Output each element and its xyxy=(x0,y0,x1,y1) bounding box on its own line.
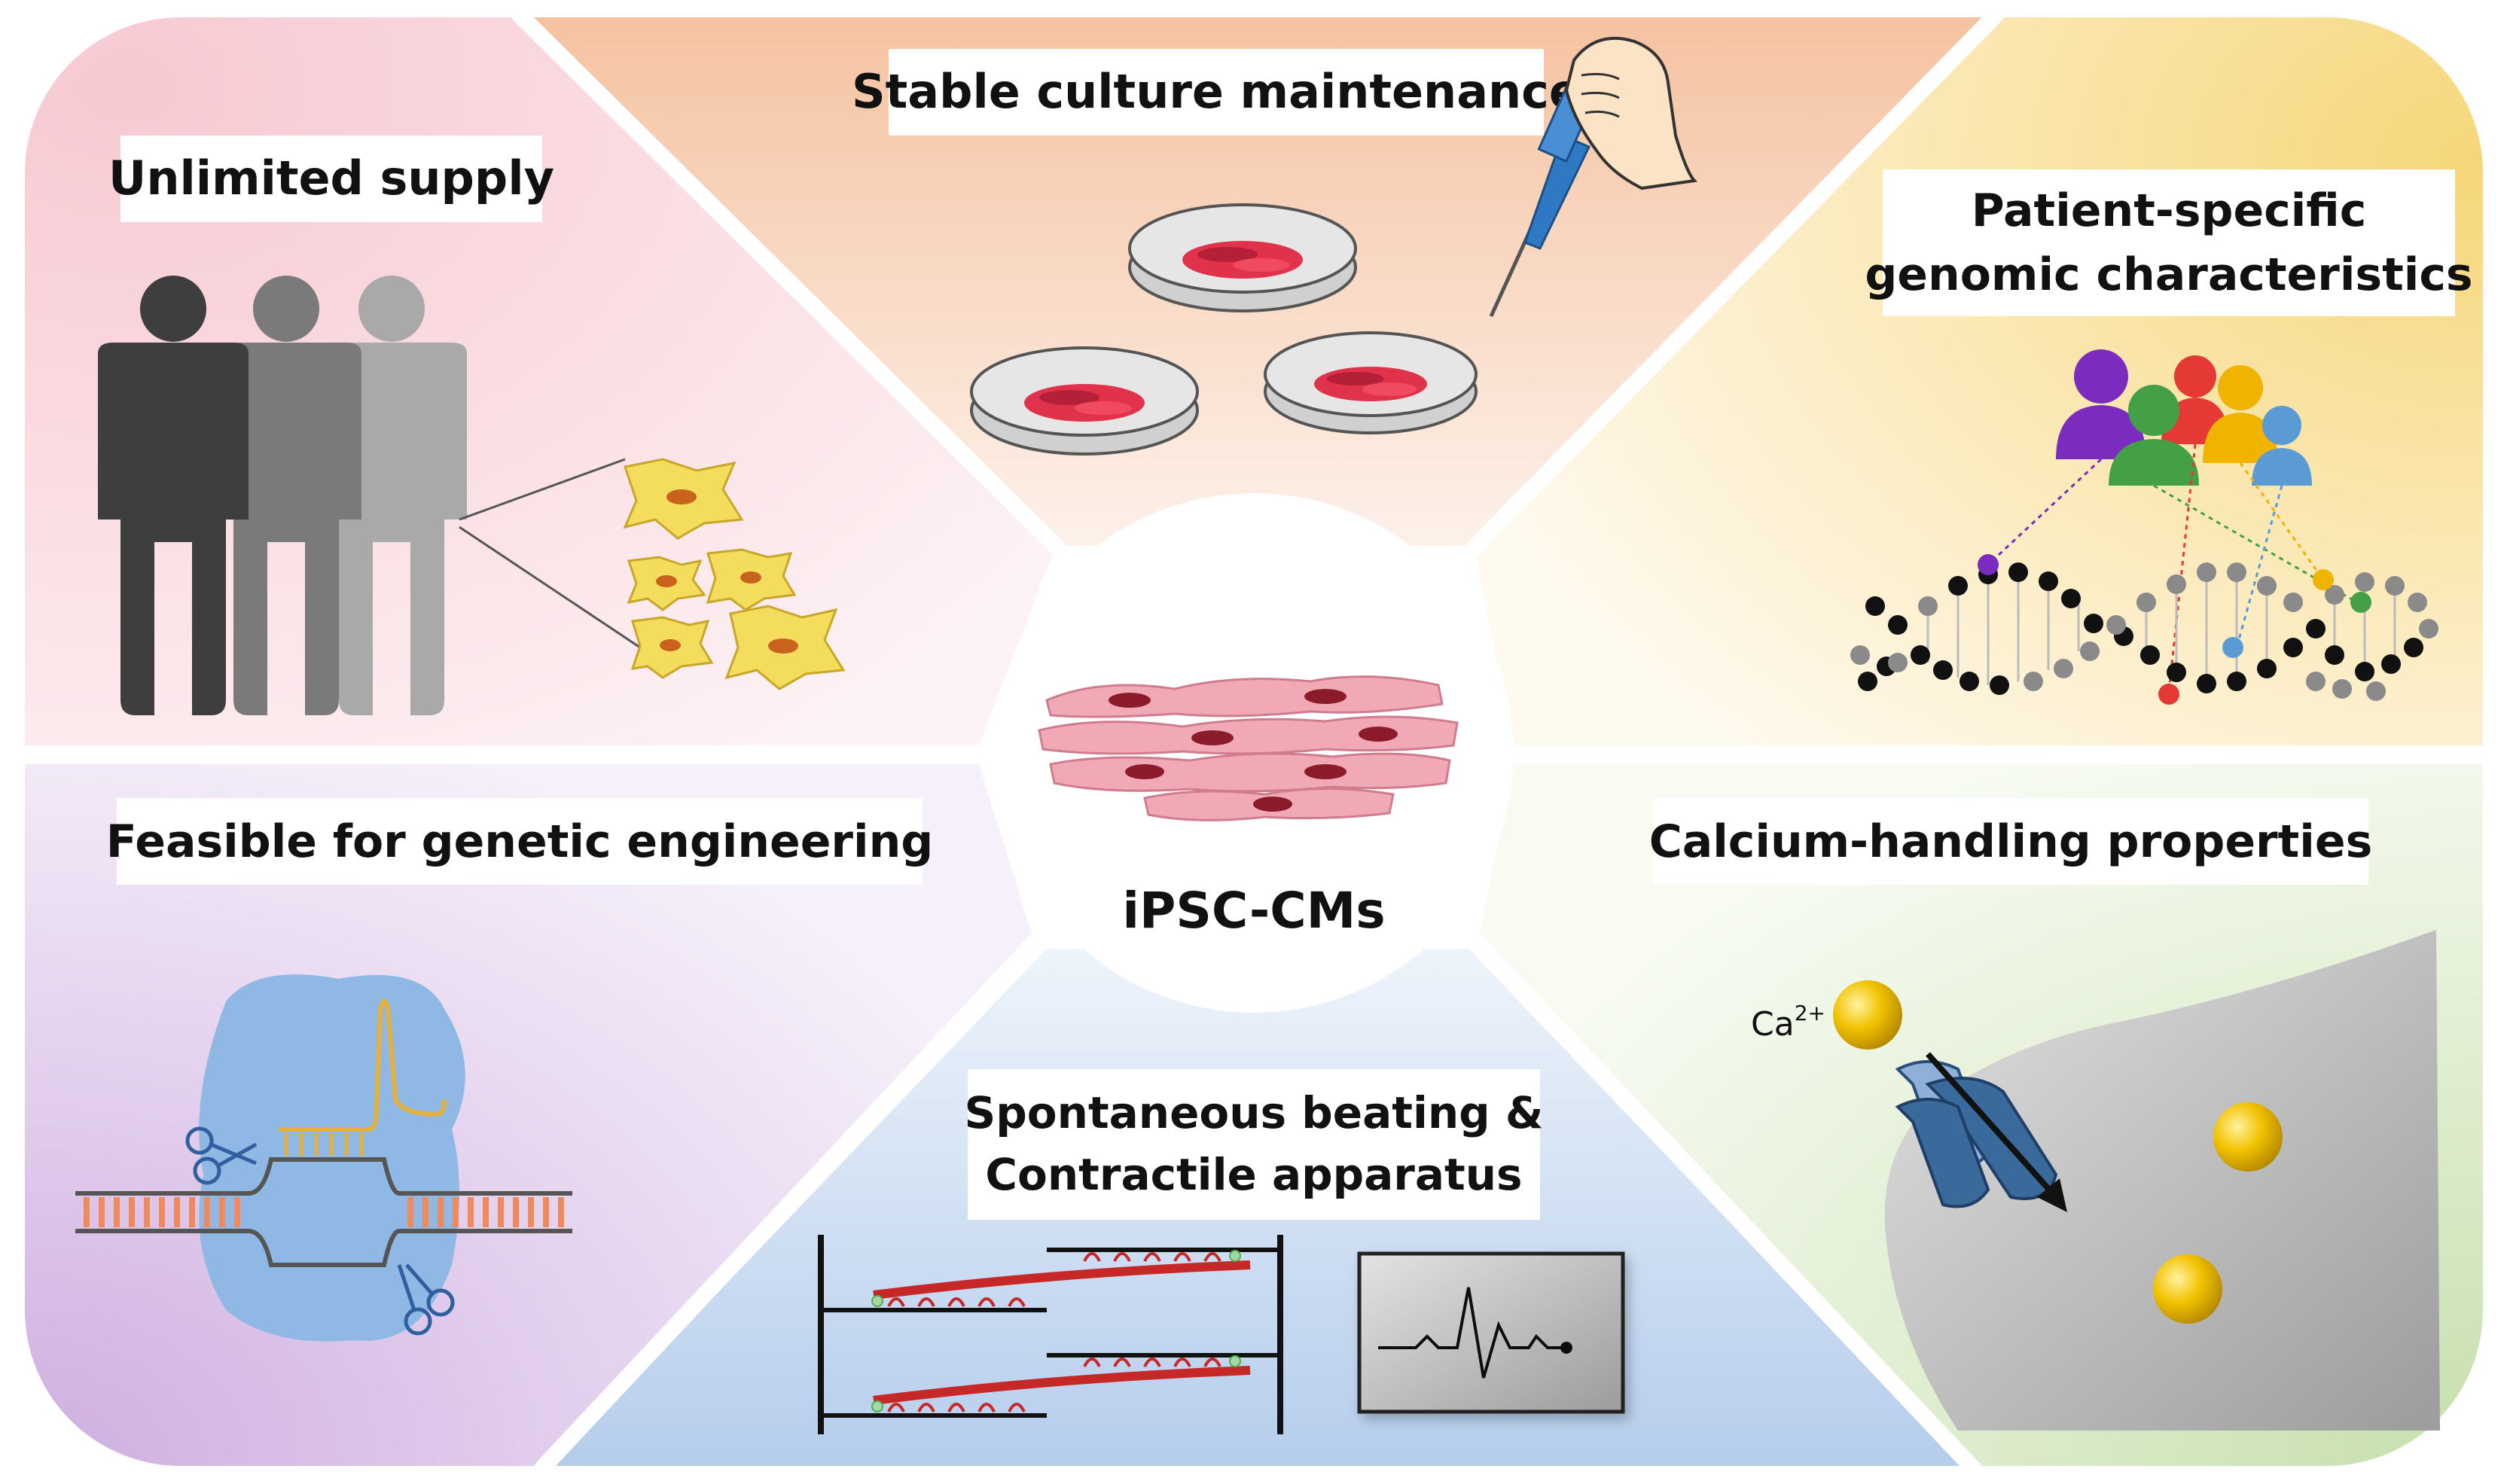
panel-dividers xyxy=(14,7,2493,1476)
dna-ladder-right xyxy=(399,1191,572,1233)
calcium-influx-arrow xyxy=(1926,1052,2058,1199)
link-lines xyxy=(1987,443,2358,693)
dna-ladder-left xyxy=(75,1191,249,1233)
center-node: iPSC-CMs xyxy=(994,493,1514,1013)
calcium-ion-inside-1 xyxy=(2213,1102,2283,1172)
scissors-icon-right xyxy=(397,1263,455,1336)
snp-marker-red xyxy=(2158,684,2179,705)
snp-marker-blue xyxy=(2222,637,2243,658)
petri-dish-left xyxy=(970,346,1199,456)
cell-membrane-shape xyxy=(1884,930,2440,1431)
panel-spontaneous-beating: Spontaneous beating & Contractile appara… xyxy=(818,1069,1625,1434)
outer-frame xyxy=(20,13,2487,1470)
calcium-ion-charge: 2+ xyxy=(1795,1001,1825,1025)
panel-genetic-engineering: Feasible for genetic engineering xyxy=(75,798,933,1342)
scissors-icon-left xyxy=(185,1126,258,1185)
label-box-stable-culture xyxy=(889,49,1544,136)
label-box-calcium-handling xyxy=(1653,798,2368,885)
panel-patient-specific: Patient-specific genomic characteristics xyxy=(1850,169,2473,705)
zoom-lines xyxy=(459,458,641,649)
cardiomyocytes-icon xyxy=(1038,675,1459,821)
label-spontaneous-beating-line2: Contractile apparatus xyxy=(985,1149,1522,1200)
yellow-cell-nuclei xyxy=(656,489,798,654)
ion-channel-icon xyxy=(1895,1060,2058,1208)
label-patient-specific-line2: genomic characteristics xyxy=(1865,248,2472,301)
ecg-monitor-icon xyxy=(1357,1251,1625,1414)
people-group-icon xyxy=(2056,349,2312,486)
label-box-spontaneous-beating xyxy=(968,1069,1540,1220)
dna-helix-icon xyxy=(1850,554,2438,705)
calcium-ion-label: Ca2+ xyxy=(1751,1001,1825,1044)
calcium-ion-inside-2 xyxy=(2153,1254,2222,1324)
label-genetic-engineering: Feasible for genetic engineering xyxy=(106,815,934,868)
person-icon-dark xyxy=(98,276,249,715)
hand-icon xyxy=(1564,36,1698,190)
sarcomere-icon xyxy=(818,1235,1283,1434)
petri-dish-right xyxy=(1264,331,1478,434)
guide-rna-icon xyxy=(279,999,447,1156)
calcium-ion-outside xyxy=(1833,980,1902,1050)
label-box-patient-specific xyxy=(1883,169,2455,316)
panel-calcium-handling: Calcium-handling properties Ca2+ xyxy=(1649,798,2440,1431)
center-label: iPSC-CMs xyxy=(1122,882,1385,940)
snp-marker-purple xyxy=(1978,554,1999,575)
label-spontaneous-beating-line1: Spontaneous beating & xyxy=(965,1087,1544,1138)
arrow-head xyxy=(2037,1178,2067,1212)
panel-unlimited-supply: Unlimited supply xyxy=(98,136,846,715)
label-box-unlimited-supply xyxy=(120,136,542,222)
dna-bubble xyxy=(248,1157,400,1267)
snp-marker-green xyxy=(2350,592,2371,613)
label-unlimited-supply: Unlimited supply xyxy=(108,151,554,206)
label-calcium-handling: Calcium-handling properties xyxy=(1649,815,2373,868)
label-stable-culture: Stable culture maintenance xyxy=(852,64,1581,119)
label-box-genetic-engineering xyxy=(117,798,923,885)
panel-stable-culture: Stable culture maintenance xyxy=(852,36,1698,456)
calcium-ion-symbol: Ca xyxy=(1751,1005,1795,1044)
petri-dish-top xyxy=(1128,203,1357,312)
cardiomyocyte-nuclei xyxy=(1109,689,1398,812)
snp-marker-yellow xyxy=(2313,569,2334,590)
label-patient-specific-line1: Patient-specific xyxy=(1972,184,2367,237)
